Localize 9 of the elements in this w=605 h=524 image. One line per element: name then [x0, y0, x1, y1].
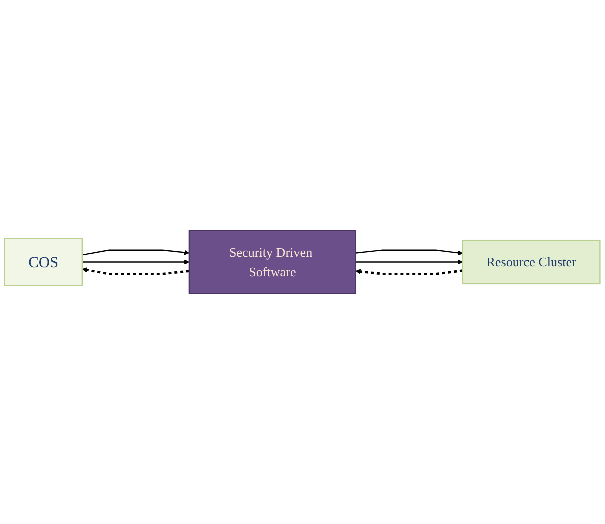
arrow	[356, 250, 464, 256]
node-box: Security Driven Software	[188, 230, 356, 294]
arrow	[82, 250, 190, 256]
arrow	[356, 268, 464, 276]
arrow	[82, 259, 190, 265]
arrow	[356, 259, 464, 265]
node-box: COS	[4, 238, 84, 286]
node-box: Resource Cluster	[462, 240, 601, 284]
arrow	[82, 267, 190, 276]
